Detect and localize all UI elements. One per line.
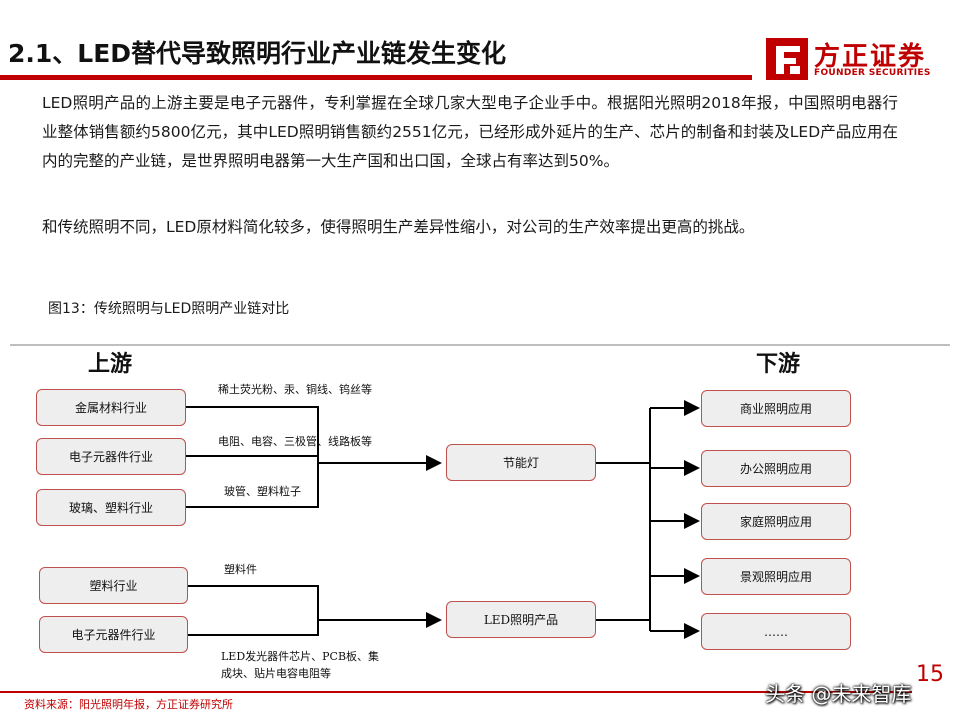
downstream-box-more: …… — [701, 613, 851, 650]
traditional-upstream-lines — [186, 406, 442, 508]
edge-label-plastic: 塑料件 — [224, 563, 257, 576]
founder-logo-icon — [766, 38, 808, 80]
middle-box-led-product: LED照明产品 — [446, 601, 596, 638]
downstream-box-home: 家庭照明应用 — [701, 503, 851, 540]
body-paragraph-1: LED照明产品的上游主要是电子元器件，专利掌握在全球几家大型电子企业手中。根据阳… — [42, 94, 898, 170]
company-logo: 方正证券 FOUNDER SECURITIES — [766, 38, 952, 82]
footer-divider — [0, 691, 912, 693]
downstream-box-landscape: 景观照明应用 — [701, 558, 851, 595]
edge-label-electronics: 电阻、电容、三极管、线路板等 — [218, 435, 372, 448]
edge-label-glass: 玻管、塑料粒子 — [224, 485, 301, 498]
upstream-box-glass-plastic: 玻璃、塑料行业 — [36, 489, 186, 526]
source-note: 资料来源：阳光照明年报，方正证券研究所 — [24, 698, 233, 711]
edge-label-led-electronics-line1: LED发光器件芯片、PCB板、集 — [221, 650, 380, 663]
body-paragraph-2: 和传统照明不同，LED原材料简化较多，使得照明生产差异性缩小，对公司的生产效率提… — [42, 218, 755, 236]
downstream-box-office: 办公照明应用 — [701, 450, 851, 487]
led-upstream-lines — [188, 585, 442, 636]
downstream-box-commercial: 商业照明应用 — [701, 390, 851, 427]
upstream-label: 上游 — [88, 352, 133, 377]
downstream-label: 下游 — [756, 352, 801, 377]
upstream-box-metal: 金属材料行业 — [36, 389, 186, 426]
upstream-box-electronics: 电子元器件行业 — [36, 438, 186, 475]
logo-text-en: FOUNDER SECURITIES — [814, 68, 931, 78]
page-number: 15 — [916, 662, 944, 687]
figure-caption: 图13：传统照明与LED照明产业链对比 — [48, 301, 290, 317]
downstream-lines — [596, 400, 700, 639]
upstream-box-led-electronics: 电子元器件行业 — [39, 616, 188, 653]
upstream-box-plastic: 塑料行业 — [39, 567, 188, 604]
middle-box-energy-saving-lamp: 节能灯 — [446, 444, 596, 481]
watermark: 头条 @未来智库 — [765, 682, 912, 706]
logo-text-cn: 方正证券 — [814, 42, 927, 72]
edge-label-led-electronics-line2: 成块、贴片电容电阻等 — [221, 667, 331, 680]
page-title: 2.1、LED替代导致照明行业产业链发生变化 — [8, 39, 507, 68]
edge-label-metal: 稀土荧光粉、汞、铜线、钨丝等 — [218, 383, 372, 396]
header-divider — [0, 75, 752, 80]
